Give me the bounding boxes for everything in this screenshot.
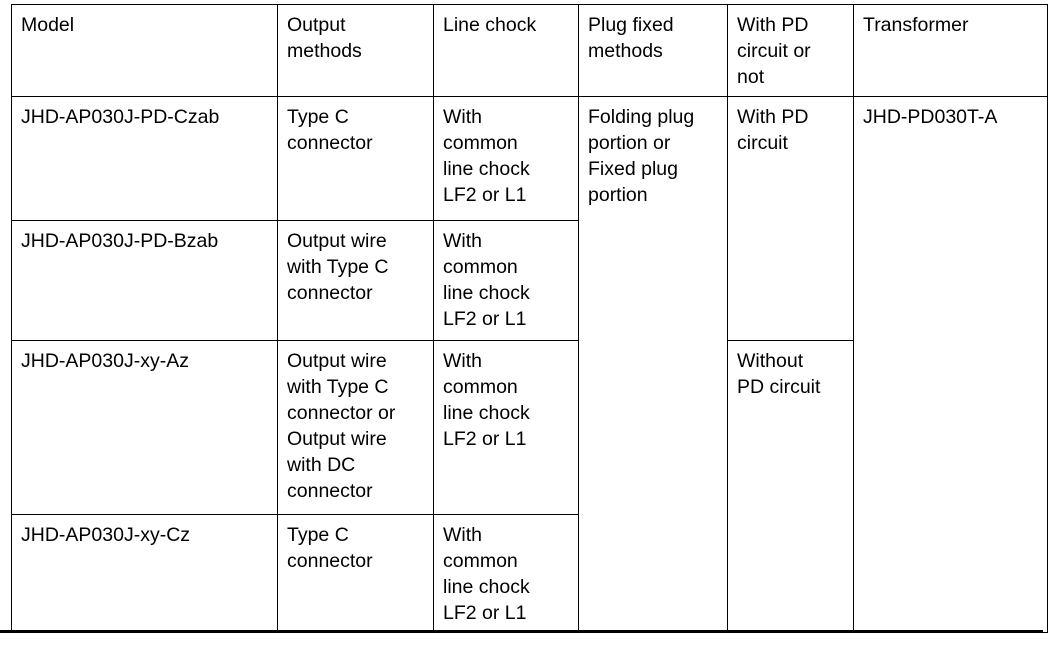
cell-model: JHD-AP030J-xy-Cz [11, 514, 278, 633]
cell-model: JHD-AP030J-PD-Bzab [11, 220, 278, 341]
cell-line-chock: With common line chock LF2 or L1 [433, 340, 579, 515]
page-bottom-rule [0, 630, 1043, 633]
column-header-transformer: Transformer [853, 4, 1048, 97]
cell-pd-circuit-with-merged: With PD circuit [727, 96, 854, 341]
column-header-plug-fixed-methods-label: Plug fixed methods [588, 14, 674, 62]
cell-model-value: JHD-AP030J-PD-Czab [21, 106, 220, 128]
cell-output-methods: Output wire with Type C connector [277, 220, 434, 341]
cell-transformer-value: JHD-PD030T-A [863, 106, 998, 128]
cell-output-methods-value: Type C connector [287, 524, 373, 572]
cell-line-chock-value: With common line chock LF2 or L1 [443, 524, 530, 624]
table-row: JHD-AP030J-PD-Czab Type C connector With… [11, 96, 1048, 633]
cell-model-value: JHD-AP030J-PD-Bzab [21, 230, 219, 252]
cell-line-chock-value: With common line chock LF2 or L1 [443, 106, 530, 206]
cell-pd-circuit-with-value: With PD circuit [737, 106, 809, 154]
model-specification-table: Model Output methods Line chock Plug fix… [11, 4, 1048, 633]
cell-model: JHD-AP030J-xy-Az [11, 340, 278, 515]
cell-transformer-merged: JHD-PD030T-A [853, 96, 1048, 633]
cell-model-value: JHD-AP030J-xy-Az [21, 350, 189, 372]
cell-output-methods-value: Output wire with Type C connector or Out… [287, 350, 396, 502]
cell-model: JHD-AP030J-PD-Czab [11, 96, 278, 221]
table-header-row: Model Output methods Line chock Plug fix… [11, 4, 1048, 97]
cell-pd-circuit-without-value: Without PD circuit [737, 350, 821, 398]
column-header-model: Model [11, 4, 278, 97]
cell-line-chock: With common line chock LF2 or L1 [433, 96, 579, 221]
column-header-pd-circuit-label: With PD circuit or not [737, 14, 811, 88]
cell-line-chock-value: With common line chock LF2 or L1 [443, 350, 530, 450]
cell-line-chock: With common line chock LF2 or L1 [433, 220, 579, 341]
column-header-transformer-label: Transformer [863, 14, 969, 36]
cell-output-methods-value: Type C connector [287, 106, 373, 154]
column-header-pd-circuit: With PD circuit or not [727, 4, 854, 97]
table-row: JHD-AP030J-PD-Bzab Output wire with Type… [11, 220, 1048, 341]
cell-pd-circuit-without-merged: Without PD circuit [727, 340, 854, 633]
cell-plug-fixed-methods-value: Folding plug portion or Fixed plug porti… [588, 106, 695, 206]
cell-plug-fixed-methods-merged: Folding plug portion or Fixed plug porti… [578, 96, 728, 633]
cell-output-methods: Output wire with Type C connector or Out… [277, 340, 434, 515]
column-header-line-chock: Line chock [433, 4, 579, 97]
column-header-plug-fixed-methods: Plug fixed methods [578, 4, 728, 97]
spec-table-container: Model Output methods Line chock Plug fix… [11, 4, 1048, 633]
cell-output-methods: Type C connector [277, 514, 434, 633]
cell-line-chock-value: With common line chock LF2 or L1 [443, 230, 530, 330]
cell-output-methods-value: Output wire with Type C connector [287, 230, 389, 304]
column-header-line-chock-label: Line chock [443, 14, 537, 36]
table-row: JHD-AP030J-xy-Az Output wire with Type C… [11, 340, 1048, 633]
column-header-output-methods-label: Output methods [287, 14, 362, 62]
column-header-output-methods: Output methods [277, 4, 434, 97]
column-header-model-label: Model [21, 14, 75, 36]
cell-output-methods: Type C connector [277, 96, 434, 221]
cell-model-value: JHD-AP030J-xy-Cz [21, 524, 191, 546]
cell-line-chock: With common line chock LF2 or L1 [433, 514, 579, 633]
table-row: JHD-AP030J-xy-Cz Type C connector With c… [11, 514, 1048, 633]
